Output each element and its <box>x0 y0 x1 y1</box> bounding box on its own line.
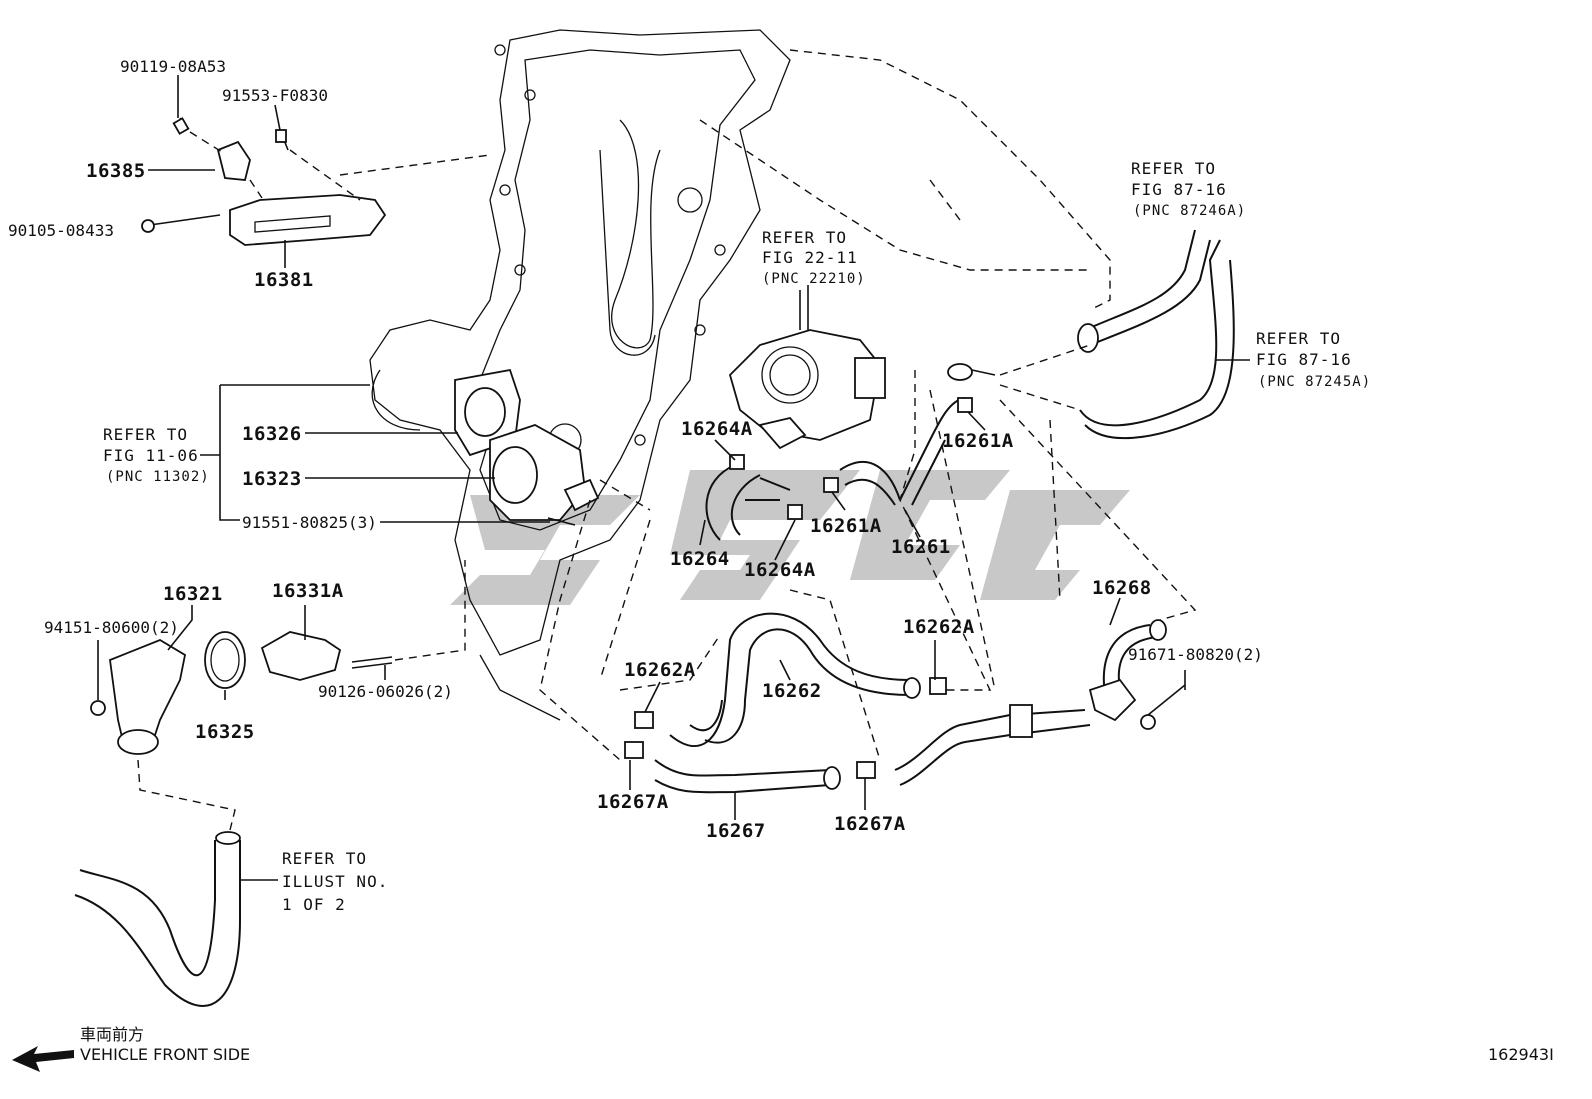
label-90119-08A53: 90119-08A53 <box>120 57 226 76</box>
label-16264A-top: 16264A <box>681 418 753 440</box>
water-inlet-group <box>90 560 466 831</box>
label-16267A-right: 16267A <box>834 813 906 835</box>
hose-16267 <box>624 704 1091 794</box>
svg-text:REFER TO: REFER TO <box>762 228 847 247</box>
direction-label: VEHICLE FRONT SIDE <box>80 1045 250 1064</box>
label-90105-08433: 90105-08433 <box>8 221 114 240</box>
hose-right-87 <box>999 229 1250 621</box>
refer-note-engine: REFER TO FIG 11-06 (PNC 11302) <box>103 425 210 485</box>
svg-text:REFER TO: REFER TO <box>103 425 188 444</box>
label-91551-80825: 91551-80825(3) <box>242 513 377 532</box>
bracket-group <box>141 117 491 246</box>
label-16381: 16381 <box>254 269 314 291</box>
label-16268: 16268 <box>1092 577 1152 599</box>
svg-text:FIG 22-11: FIG 22-11 <box>762 248 858 267</box>
svg-text:FIG 87-16: FIG 87-16 <box>1256 350 1352 369</box>
label-16262: 16262 <box>762 680 822 702</box>
thermostat-16331A <box>260 631 342 681</box>
label-90126-06026: 90126-06026(2) <box>318 682 453 701</box>
figure-id: 162943I <box>1488 1045 1554 1064</box>
vehicle-front-indicator: 車両前方 VEHICLE FRONT SIDE <box>12 1025 250 1072</box>
svg-text:(PNC 22210): (PNC 22210) <box>762 271 866 287</box>
refer-note-hose-top: REFER TO FIG 87-16 (PNC 87246A) <box>1131 159 1246 219</box>
svg-text:REFER TO: REFER TO <box>282 849 367 868</box>
refer-note-illust: REFER TO ILLUST NO. 1 OF 2 <box>282 849 388 914</box>
svg-text:FIG 87-16: FIG 87-16 <box>1131 180 1227 199</box>
label-16326: 16326 <box>242 423 302 445</box>
label-94151-80600: 94151-80600(2) <box>44 618 179 637</box>
label-16323: 16323 <box>242 468 302 490</box>
jp-direction-label: 車両前方 <box>80 1025 144 1044</box>
water-inlet-16321 <box>109 638 187 751</box>
part-labels: 90119-08A53 91553-F0830 16385 90105-0843… <box>8 57 1263 842</box>
svg-text:ILLUST NO.: ILLUST NO. <box>282 872 388 891</box>
hose-16264 <box>705 454 803 541</box>
hose-16261 <box>823 363 996 691</box>
lower-left-hose <box>74 831 278 1007</box>
label-16264A-bottom: 16264A <box>744 559 816 581</box>
bracket-16385 <box>216 140 251 181</box>
label-16267: 16267 <box>706 820 766 842</box>
thermostat-housing-group <box>454 368 651 761</box>
label-91553-F0830: 91553-F0830 <box>222 86 328 105</box>
svg-text:(PNC 87245A): (PNC 87245A) <box>1258 374 1371 390</box>
engine-front-cover <box>369 29 1111 721</box>
refer-note-throttle: REFER TO FIG 22-11 (PNC 22210) <box>762 228 866 287</box>
label-16261A-middle: 16261A <box>810 515 882 537</box>
svg-text:FIG 11-06: FIG 11-06 <box>103 446 199 465</box>
label-16385: 16385 <box>86 160 146 182</box>
hose-16262 <box>619 589 947 761</box>
svg-text:REFER TO: REFER TO <box>1256 329 1341 348</box>
svg-text:1 OF 2: 1 OF 2 <box>282 895 346 914</box>
label-16261A-right: 16261A <box>942 430 1014 452</box>
label-16267A-left: 16267A <box>597 791 669 813</box>
svg-text:(PNC 87246A): (PNC 87246A) <box>1133 203 1246 219</box>
label-16321: 16321 <box>163 583 223 605</box>
label-91671-80820: 91671-80820(2) <box>1128 645 1263 664</box>
label-16331A: 16331A <box>272 580 344 602</box>
label-16264: 16264 <box>670 548 730 570</box>
bracket-16381 <box>229 194 387 246</box>
svg-text:(PNC 11302): (PNC 11302) <box>106 469 210 485</box>
label-16325: 16325 <box>195 721 255 743</box>
svg-text:REFER TO: REFER TO <box>1131 159 1216 178</box>
label-16262A-right: 16262A <box>903 616 975 638</box>
leader-lines <box>97 75 1186 820</box>
hose-16268 <box>1088 619 1186 730</box>
label-16261: 16261 <box>891 536 951 558</box>
throttle-body <box>728 290 886 450</box>
label-16262A-left: 16262A <box>624 659 696 681</box>
arrow-left-icon <box>12 1046 74 1072</box>
refer-note-hose-mid: REFER TO FIG 87-16 (PNC 87245A) <box>1256 329 1371 390</box>
